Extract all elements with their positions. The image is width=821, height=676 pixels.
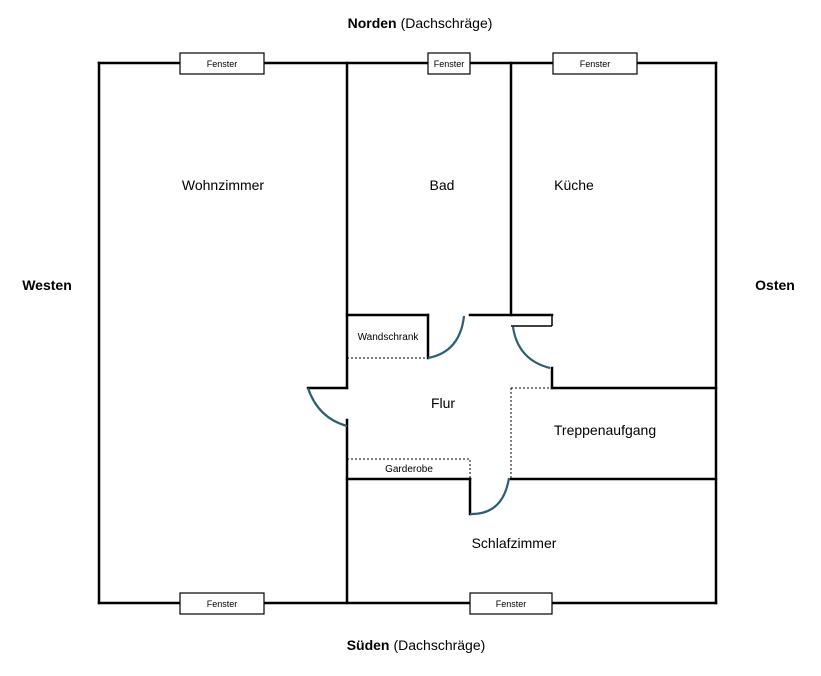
door-arcs [306, 315, 551, 516]
compass-south: Süden(Dachschräge) [347, 637, 486, 653]
interior-walls [306, 61, 718, 605]
windows: Fenster Fenster Fenster Fenster Fenster [179, 52, 638, 615]
room-label-kueche: Küche [554, 177, 594, 193]
door-schlafzimmer-arc [469, 477, 511, 516]
compass-north-label: Norden [348, 15, 397, 31]
door-bad-arc [427, 315, 466, 360]
window-north-middle [427, 52, 471, 75]
window-north-east [552, 52, 638, 75]
compass-north-note: (Dachschräge) [401, 15, 493, 31]
room-label-wohnzimmer: Wohnzimmer [182, 177, 265, 193]
window-north-middle-label: Fenster [434, 59, 465, 69]
window-north-east-label: Fenster [580, 59, 611, 69]
room-label-schlafzimmer: Schlafzimmer [472, 535, 557, 551]
room-label-flur: Flur [431, 395, 455, 411]
room-label-garderobe: Garderobe [385, 464, 433, 475]
room-labels: Wohnzimmer Bad Küche Flur Treppenaufgang… [182, 177, 656, 551]
room-label-bad: Bad [430, 177, 455, 193]
compass-west: Westen [22, 277, 72, 293]
door-wohnzimmer-arc [306, 387, 348, 428]
window-south-west-label: Fenster [207, 599, 238, 609]
window-north-west-label: Fenster [207, 59, 238, 69]
window-south-west [179, 592, 265, 615]
window-north-west [179, 52, 265, 75]
room-label-wandschrank: Wandschrank [358, 332, 420, 343]
window-south-east-label: Fenster [496, 599, 527, 609]
dashed-outlines [346, 357, 552, 480]
compass-labels: Norden(Dachschräge) Süden(Dachschräge) W… [22, 15, 795, 653]
compass-north: Norden(Dachschräge) [348, 15, 493, 31]
window-south-east [469, 592, 553, 615]
compass-south-label: Süden [347, 637, 390, 653]
compass-east: Osten [755, 277, 795, 293]
compass-south-note: (Dachschräge) [393, 637, 485, 653]
door-kueche-arc [511, 326, 551, 370]
room-label-treppenaufgang: Treppenaufgang [554, 422, 656, 438]
